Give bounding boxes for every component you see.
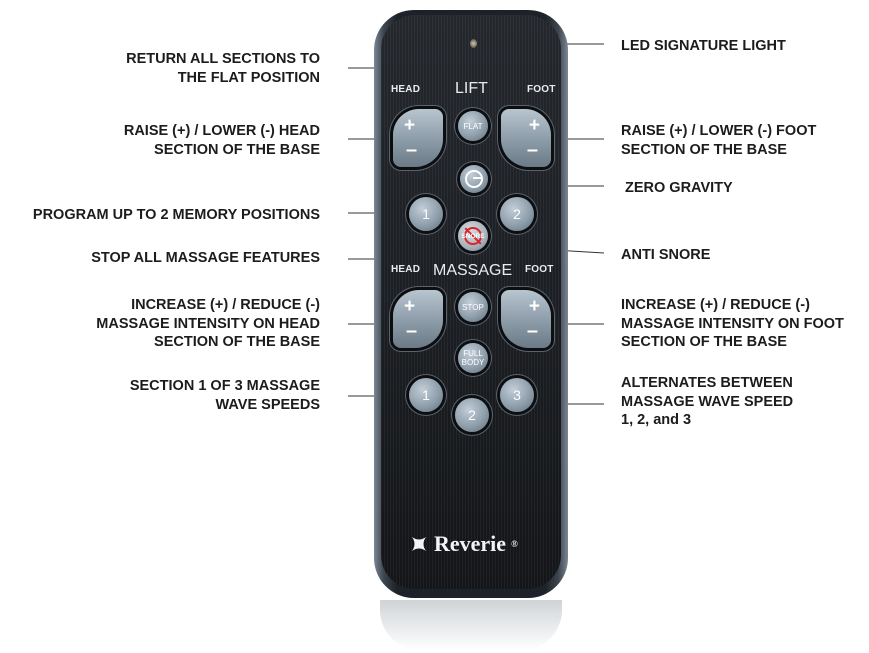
wave-speed-2-button[interactable]: 2 [455,398,489,432]
stop-button-label: STOP [462,302,484,312]
memory-2-label: 2 [513,206,521,222]
foot-massage-rocker[interactable]: + – [501,290,551,348]
memory-2-button[interactable]: 2 [500,197,534,231]
head-lift-rocker[interactable]: + – [393,109,443,167]
led-signature-light [470,39,477,48]
massage-section-label: MASSAGE [433,262,513,279]
memory-1-button[interactable]: 1 [409,197,443,231]
wave-speed-1-label: 1 [422,387,430,403]
lift-section-label: LIFT [455,80,488,97]
full-body-label: FULL BODY [461,349,485,367]
wave-speed-2-label: 2 [468,407,476,423]
callout-stop-massage: STOP ALL MASSAGE FEATURES [91,250,320,266]
callout-return-flat: RETURN ALL SECTIONS TO THE FLAT POSITION [126,51,320,86]
foot-lower-button[interactable]: – [526,139,538,161]
foot-massage-decrease-button[interactable]: – [526,320,538,342]
wave-speed-1-button[interactable]: 1 [409,378,443,412]
reverie-logo: Reverie ® [409,531,518,557]
head-raise-button[interactable]: + [404,115,416,136]
foot-massage-increase-button[interactable]: + [528,296,540,317]
head-massage-rocker[interactable]: + – [393,290,443,348]
brand-name: Reverie [434,531,507,556]
foot-lift-rocker[interactable]: + – [501,109,551,167]
anti-snore-label: SNORE [461,232,485,240]
zero-gravity-icon [465,170,483,188]
callout-memory: PROGRAM UP TO 2 MEMORY POSITIONS [32,207,320,223]
lift-foot-label: FOOT [527,84,556,95]
callout-massage-foot: INCREASE (+) / REDUCE (-) MASSAGE INTENS… [621,297,844,350]
callout-zero-gravity: ZERO GRAVITY [625,180,733,196]
callout-raise-foot: RAISE (+) / LOWER (-) FOOT SECTION OF TH… [621,123,817,158]
zero-gravity-button[interactable] [460,165,488,193]
callout-massage-head: INCREASE (+) / REDUCE (-) MASSAGE INTENS… [96,297,320,350]
lift-head-label: HEAD [391,84,421,95]
reverie-x-logo-icon [412,537,426,551]
full-body-button[interactable]: FULL BODY [458,343,488,373]
foot-raise-button[interactable]: + [528,115,540,136]
wave-speed-3-button[interactable]: 3 [500,378,534,412]
wave-speed-3-label: 3 [513,387,521,403]
stop-button[interactable]: STOP [458,292,488,322]
remote-reflection [380,600,562,650]
callout-alternates: ALTERNATES BETWEEN MASSAGE WAVE SPEED 1,… [621,375,794,428]
no-snore-icon [464,227,482,245]
massage-head-label: HEAD [391,264,421,275]
memory-1-label: 1 [422,206,430,222]
callout-raise-head: RAISE (+) / LOWER (-) HEAD SECTION OF TH… [123,123,320,158]
anti-snore-button[interactable]: SNORE [458,221,488,251]
massage-foot-label: FOOT [525,264,554,275]
head-massage-decrease-button[interactable]: – [406,320,418,342]
registered-mark: ® [511,539,518,549]
flat-button[interactable]: FLAT [458,111,488,141]
head-lower-button[interactable]: – [406,139,418,161]
callout-wave-speeds: SECTION 1 OF 3 MASSAGE WAVE SPEEDS [129,378,320,413]
callout-anti-snore: ANTI SNORE [621,247,711,263]
head-massage-increase-button[interactable]: + [404,296,416,317]
flat-button-label: FLAT [463,121,483,131]
callout-led: LED SIGNATURE LIGHT [621,38,786,54]
